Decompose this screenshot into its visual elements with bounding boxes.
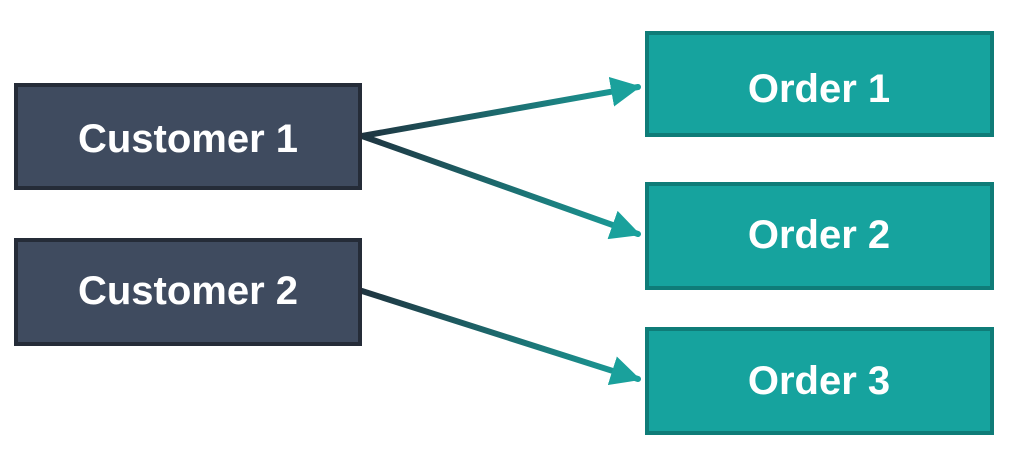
edge-customer2-order3 <box>359 288 641 386</box>
order-node-2-box <box>645 182 994 290</box>
order-node-2[interactable]: Order 2 <box>645 182 994 290</box>
order-node-3-box <box>645 327 994 435</box>
customer-node-2-box <box>14 238 362 346</box>
order-node-1-box <box>645 31 994 137</box>
customer-node-2-label: Customer 2 <box>78 269 298 313</box>
customer-node-1-label: Customer 1 <box>78 117 298 161</box>
order-node-3-label: Order 3 <box>748 359 890 403</box>
order-node-2-label: Order 2 <box>748 213 890 257</box>
order-node-1[interactable]: Order 1 <box>645 31 994 137</box>
edges <box>359 76 641 386</box>
order-node-3[interactable]: Order 3 <box>645 327 994 435</box>
customer-node-1-box <box>14 83 362 190</box>
order-node-1-label: Order 1 <box>748 67 890 111</box>
edge-customer1-order2 <box>359 133 641 240</box>
customer-node-2[interactable]: Customer 2 <box>14 238 362 346</box>
customer-node-1[interactable]: Customer 1 <box>14 83 362 190</box>
edge-customer1-order1 <box>359 76 641 139</box>
